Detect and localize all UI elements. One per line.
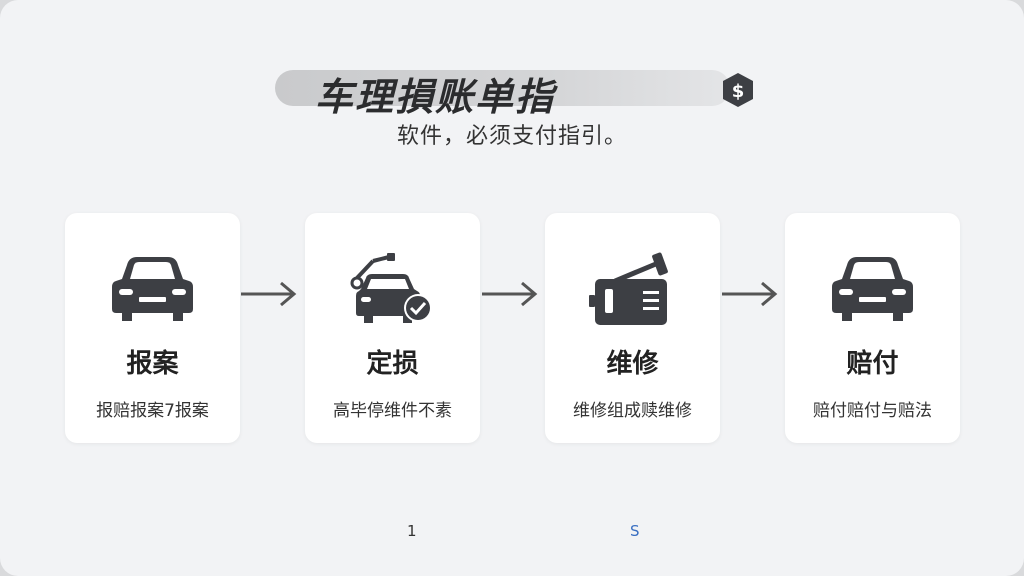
arrow-right-icon	[722, 281, 778, 307]
step-desc: 高毕停维件不素	[333, 401, 452, 421]
step-card-assess: 定损 高毕停维件不素	[305, 213, 480, 443]
step-label: 维修	[606, 349, 659, 379]
step-desc: 维修组成赎维修	[573, 401, 692, 421]
car-robot-arm-check-icon	[350, 253, 432, 323]
arrow-right-icon	[241, 281, 297, 307]
repair-tool-icon	[589, 252, 668, 325]
step-label: 赔付	[846, 349, 899, 379]
arrow-right-icon	[482, 281, 538, 307]
dollar-shield-icon: $	[723, 73, 753, 107]
car-icon	[112, 257, 193, 321]
step-label: 定损	[366, 349, 419, 379]
step-desc: 赔付赔付与赔法	[813, 401, 932, 421]
title-banner: 车理損账单指 $	[275, 68, 755, 119]
page-subtitle: 软件，必须支付指引。	[396, 124, 627, 149]
step-desc: 报赔报案7报案	[96, 401, 209, 421]
car-icon	[832, 257, 913, 321]
svg-text:$: $	[732, 81, 745, 102]
title-pill	[275, 70, 730, 106]
page-title: 车理損账单指	[315, 75, 556, 119]
page-number-right[interactable]: S	[630, 522, 640, 540]
step-card-payout: 赔付 赔付赔付与赔法	[785, 213, 960, 443]
step-card-repair: 维修 维修组成赎维修	[545, 213, 720, 443]
step-card-report: 报案 报赔报案7报案	[65, 213, 240, 443]
step-label: 报案	[126, 349, 179, 379]
page-number-left: 1	[407, 522, 417, 540]
